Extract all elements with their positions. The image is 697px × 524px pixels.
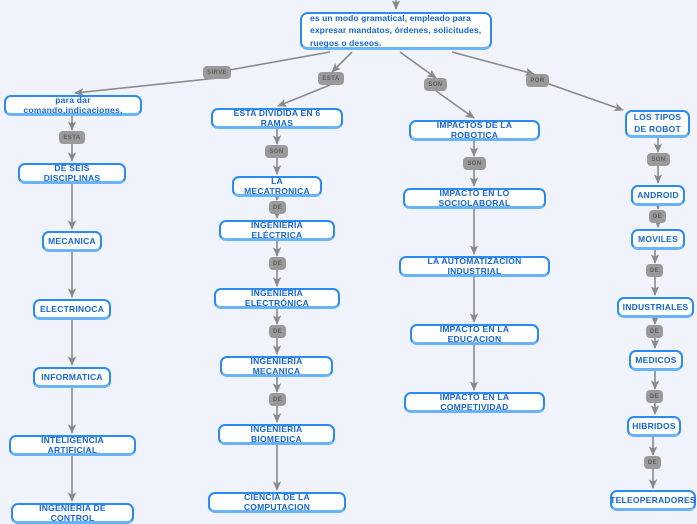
edge-label-son-top[interactable]: SON (424, 78, 447, 91)
edge-label-de-col2-4[interactable]: DE (269, 393, 286, 406)
edge-label-son-col3[interactable]: SON (463, 157, 486, 170)
node-electrinoca[interactable]: ELECTRINOCA (33, 299, 111, 320)
node-industriales[interactable]: INDUSTRIALES (617, 297, 694, 318)
node-ingenieria-electronica[interactable]: INGENIERÍA ELECTRÓNICA (214, 288, 340, 309)
node-esta-dividida-en-6-ramas[interactable]: ESTA DIVIDIDA EN 6 RAMAS (211, 108, 343, 129)
edge-label-de-col4-2[interactable]: DE (646, 264, 663, 277)
edge-root-to-sirve (217, 51, 331, 75)
node-teleoperadores[interactable]: TELEOPERADORES (610, 490, 696, 511)
node-ingenieria-mecanica[interactable]: INGENIERIA MECANICA (220, 356, 333, 377)
node-ingenieria-biomedica[interactable]: INGENIERIA BIOMEDICA (218, 424, 335, 445)
node-impactos-de-la-robotica[interactable]: IMPACTOS DE LA ROBOTICA (409, 120, 540, 141)
node-impacto-en-la-educacion[interactable]: IMPACTO EN LA EDUCACION (410, 324, 539, 345)
edge-label-esta-col1[interactable]: ESTA (59, 131, 85, 144)
node-los-tipos-de-robot[interactable]: LOS TIPOS DE ROBOT (625, 110, 690, 138)
edge-label-de-col4-5[interactable]: DE (644, 456, 661, 469)
node-medicos[interactable]: MEDICOS (629, 350, 683, 371)
edge-por-to-tipos (548, 83, 624, 112)
edge-label-son-col4[interactable]: SON (647, 153, 670, 166)
edge-label-de-col4-3[interactable]: DE (646, 325, 663, 338)
node-impacto-en-la-competividad[interactable]: IMPACTO EN LA COMPETIVIDAD (404, 392, 545, 413)
node-ingenieria-de-control[interactable]: INGENIERIA DE CONTROL (11, 503, 134, 524)
node-impacto-en-lo-sociolaboral[interactable]: IMPACTO EN LO SOCIOLABORAL (403, 188, 546, 209)
edge-esta-to-ramas (277, 84, 331, 107)
node-android[interactable]: ANDROID (631, 185, 685, 206)
edge-label-de-col2-3[interactable]: DE (269, 325, 286, 338)
edge-root-to-por (451, 51, 535, 76)
edge-label-esta-top[interactable]: ESTA (318, 72, 344, 85)
node-la-mecatronica[interactable]: LA MECATRONICA (232, 176, 322, 197)
node-hibridos[interactable]: HIBRIDOS (627, 416, 681, 437)
edge-label-de-col2-2[interactable]: DE (269, 257, 286, 270)
node-inteligencia-artificial[interactable]: INTELIGENCIA ARTIFICIAL (9, 435, 136, 456)
node-para-dar-comandos[interactable]: para dar comando,indicaciones, (4, 95, 142, 116)
edge-root-to-son (399, 51, 437, 79)
edge-label-sirve[interactable]: SIRVE (203, 66, 231, 79)
edge-label-son-col2[interactable]: SON (265, 145, 288, 158)
node-mecanica[interactable]: MECANICA (42, 231, 102, 252)
node-ciencia-de-la-computacion[interactable]: CIENCIA DE LA COMPUTACION (208, 492, 346, 513)
node-informatica[interactable]: INFORMATICA (33, 367, 111, 388)
edge-sirve-to-comandos (74, 77, 219, 97)
node-root[interactable]: es un modo gramatical, empleado para exp… (300, 12, 492, 50)
node-ingenieria-electrica[interactable]: INGENIERÍA ELÉCTRICA (219, 220, 335, 241)
edge-label-de-col4-1[interactable]: DE (649, 210, 666, 223)
edge-son-to-impactos (435, 90, 475, 119)
node-moviles[interactable]: MOVILES (631, 229, 685, 250)
edge-label-de-col2-1[interactable]: DE (269, 201, 286, 214)
edge-label-por[interactable]: POR (526, 74, 549, 87)
edge-root-to-esta (331, 51, 353, 73)
node-de-seis-disciplinas[interactable]: DE SEIS DISCIPLINAS (18, 163, 126, 184)
node-la-automatizacion-industrial[interactable]: LA AUTOMATIZACIÓN INDUSTRIAL (399, 256, 550, 277)
edge-label-de-col4-4[interactable]: DE (646, 390, 663, 403)
